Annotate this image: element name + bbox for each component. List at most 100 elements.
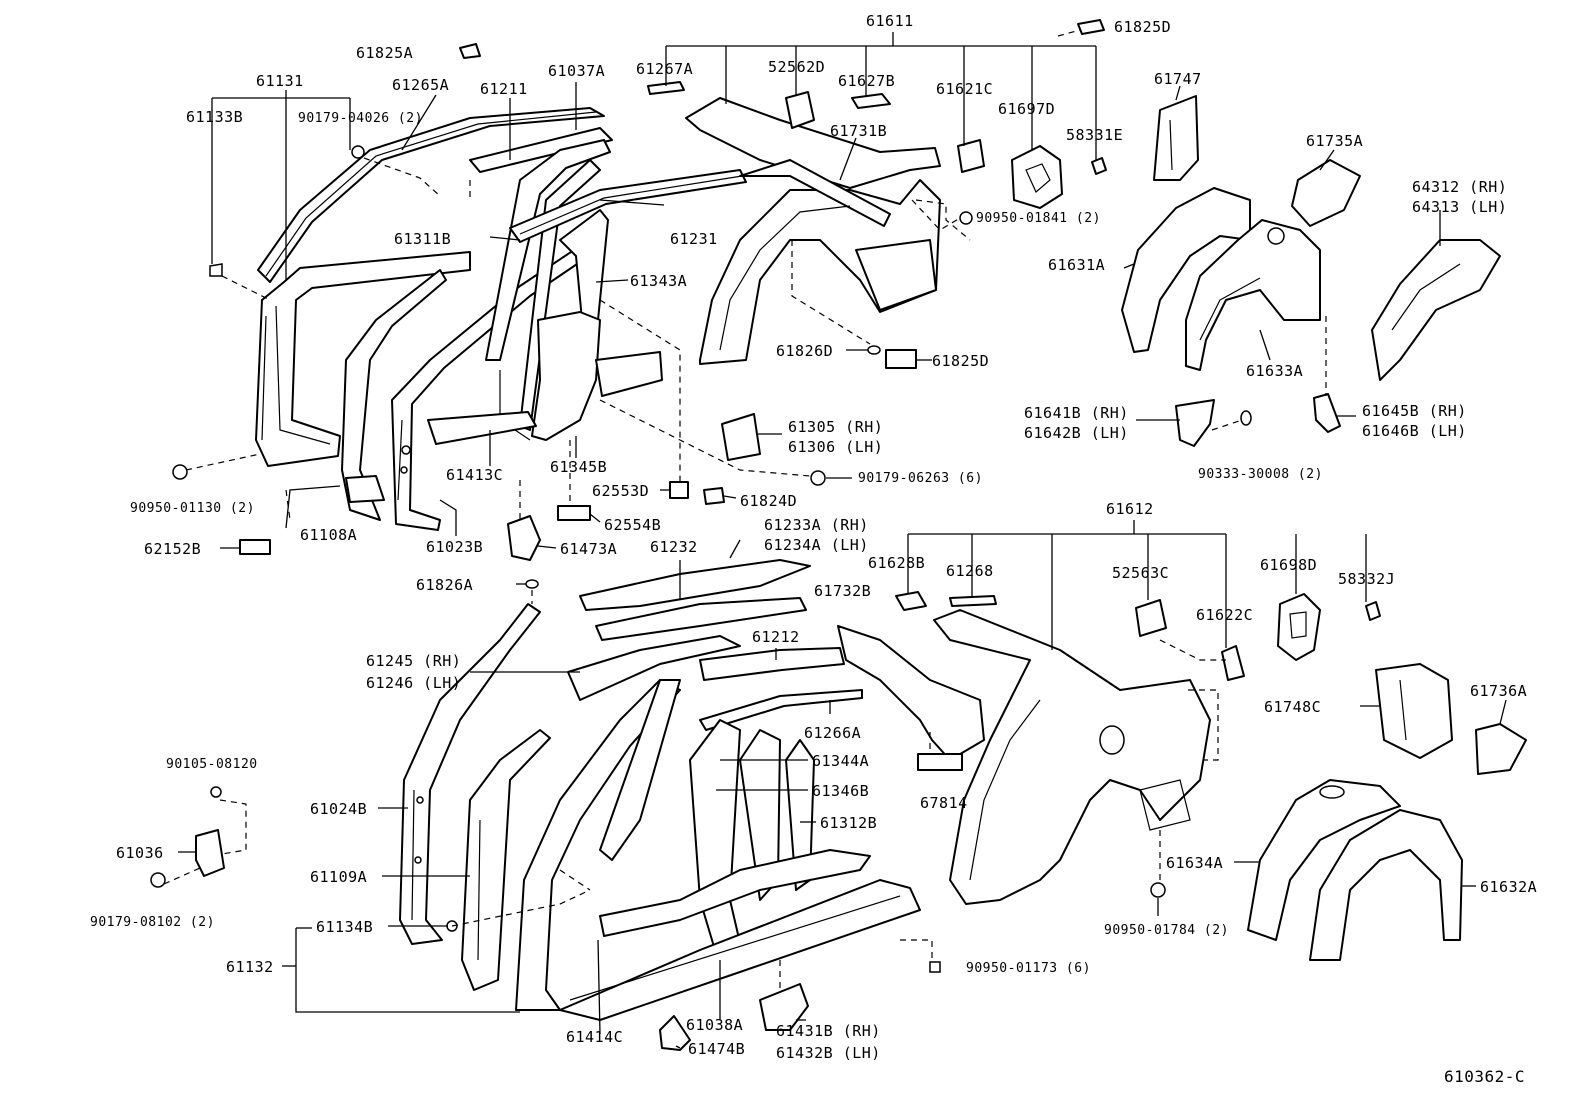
label-61632a: 61632A [1480, 878, 1538, 896]
label-61735a: 61735A [1306, 132, 1364, 150]
bracket-61748c [1375, 663, 1453, 759]
pad-61825d-mid [885, 349, 917, 369]
label-61731b: 61731B [830, 122, 888, 140]
bolt-90179-04026 [351, 145, 365, 159]
bracket-61621c [957, 139, 985, 173]
clip-90950-01784 [1150, 882, 1166, 898]
strip-61268 [949, 595, 997, 607]
leader-lines [178, 32, 1507, 1049]
label-90105-08120: 90105-08120 [166, 757, 258, 772]
label-61038a: 61038A [686, 1016, 744, 1034]
nut-90179-08102 [150, 872, 166, 888]
dashed-assembly-lines [163, 29, 1327, 988]
label-90179-06263: 90179-06263 (6) [858, 471, 983, 486]
label-61131: 61131 [256, 72, 304, 90]
label-90950-01130: 90950-01130 (2) [130, 501, 255, 516]
label-61266a: 61266A [804, 724, 862, 742]
label-61024b: 61024B [310, 800, 368, 818]
bracket-61431b [759, 983, 809, 1031]
label-61432b: 61432B (LH) [776, 1044, 881, 1062]
roof-rail-61231 [509, 169, 747, 243]
label-61748c: 61748C [1264, 698, 1322, 716]
rocker-61414c [559, 849, 921, 1021]
label-90179-08102: 90179-08102 (2) [90, 915, 215, 930]
clip-90950-01841 [959, 211, 973, 225]
nut-90179-06263 [810, 470, 826, 486]
label-61212: 61212 [752, 628, 800, 646]
roof-rail-61212 [699, 647, 845, 681]
clip-90950-01130 [172, 464, 188, 480]
label-61826d: 61826D [776, 342, 834, 360]
reinforcement-61473a [507, 515, 541, 561]
pad-67814 [917, 753, 963, 771]
label-61621c: 61621C [936, 80, 994, 98]
label-61824d: 61824D [740, 492, 798, 510]
label-61431b: 61431B (RH) [776, 1022, 881, 1040]
bracket-52563c [1135, 599, 1167, 637]
label-61231: 61231 [670, 230, 718, 248]
label-90333-30008: 90333-30008 (2) [1198, 467, 1323, 482]
pad-61824d [703, 487, 725, 505]
label-62554b: 62554B [604, 516, 662, 534]
reinforcement-61474b [659, 1015, 691, 1051]
label-61473a: 61473A [560, 540, 618, 558]
label-61697d: 61697D [998, 100, 1056, 118]
bracket-61645b [1313, 393, 1341, 433]
bracket-61036 [195, 829, 225, 877]
rocker-61413c [427, 411, 537, 445]
label-61134b: 61134B [316, 918, 374, 936]
label-61108a: 61108A [300, 526, 358, 544]
label-52562d: 52562D [768, 58, 826, 76]
label-61109a: 61109A [310, 868, 368, 886]
label-90950-01784: 90950-01784 (2) [1104, 923, 1229, 938]
clip-58331e [1091, 157, 1107, 175]
clip-58332j [1365, 601, 1381, 621]
bracket-61305 [721, 413, 761, 461]
bracket-61747 [1153, 95, 1199, 181]
label-61642b: 61642B (LH) [1024, 424, 1129, 442]
label-61345b: 61345B [550, 458, 608, 476]
label-61628b: 61628B [868, 554, 926, 572]
label-61474b: 61474B [688, 1040, 746, 1058]
quarter-outer-61612 [933, 609, 1211, 905]
center-pillar-61211 [469, 127, 613, 441]
bracket-61628b [895, 591, 927, 611]
label-61344a: 61344A [812, 752, 870, 770]
label-61312b: 61312B [820, 814, 878, 832]
front-pillar-outer-61131 [255, 251, 471, 467]
bracket-52562d [785, 91, 815, 129]
label-61211: 61211 [480, 80, 528, 98]
plug-90333 [1240, 410, 1252, 426]
bracket-61622c [1221, 645, 1245, 681]
bolt-90105-08120 [210, 786, 222, 798]
pillar-inner-61132 [515, 679, 681, 1011]
label-61627b: 61627B [838, 72, 896, 90]
label-58332j: 58332J [1338, 570, 1396, 588]
label-61232: 61232 [650, 538, 698, 556]
clip-61133b [209, 263, 223, 277]
cup-61698d [1277, 593, 1321, 661]
label-61611: 61611 [866, 12, 914, 30]
label-61747: 61747 [1154, 70, 1202, 88]
label-61633a: 61633A [1246, 362, 1304, 380]
label-61267a: 61267A [636, 60, 694, 78]
quarter-inner-61611 [685, 97, 941, 365]
label-90950-01173: 90950-01173 (6) [966, 961, 1091, 976]
label-61825d-mid: 61825D [932, 352, 990, 370]
wheelhouse-61634a [1247, 779, 1463, 961]
plate-61267a [647, 81, 685, 95]
bracket-61736a [1475, 723, 1527, 775]
roof-rail-61233a [579, 559, 811, 641]
label-61234a: 61234A (LH) [764, 536, 869, 554]
label-61268: 61268 [946, 562, 994, 580]
label-61245: 61245 (RH) [366, 652, 462, 670]
label-90179-04026: 90179-04026 (2) [298, 111, 423, 126]
label-61414c: 61414C [566, 1028, 624, 1046]
pillar-61023b [341, 249, 581, 531]
label-64312: 64312 (RH) [1412, 178, 1508, 196]
label-61641b: 61641B (RH) [1024, 404, 1129, 422]
bracket-61641b [1175, 399, 1215, 447]
pad-61825a [459, 43, 481, 59]
pillar-61343a [531, 209, 663, 441]
